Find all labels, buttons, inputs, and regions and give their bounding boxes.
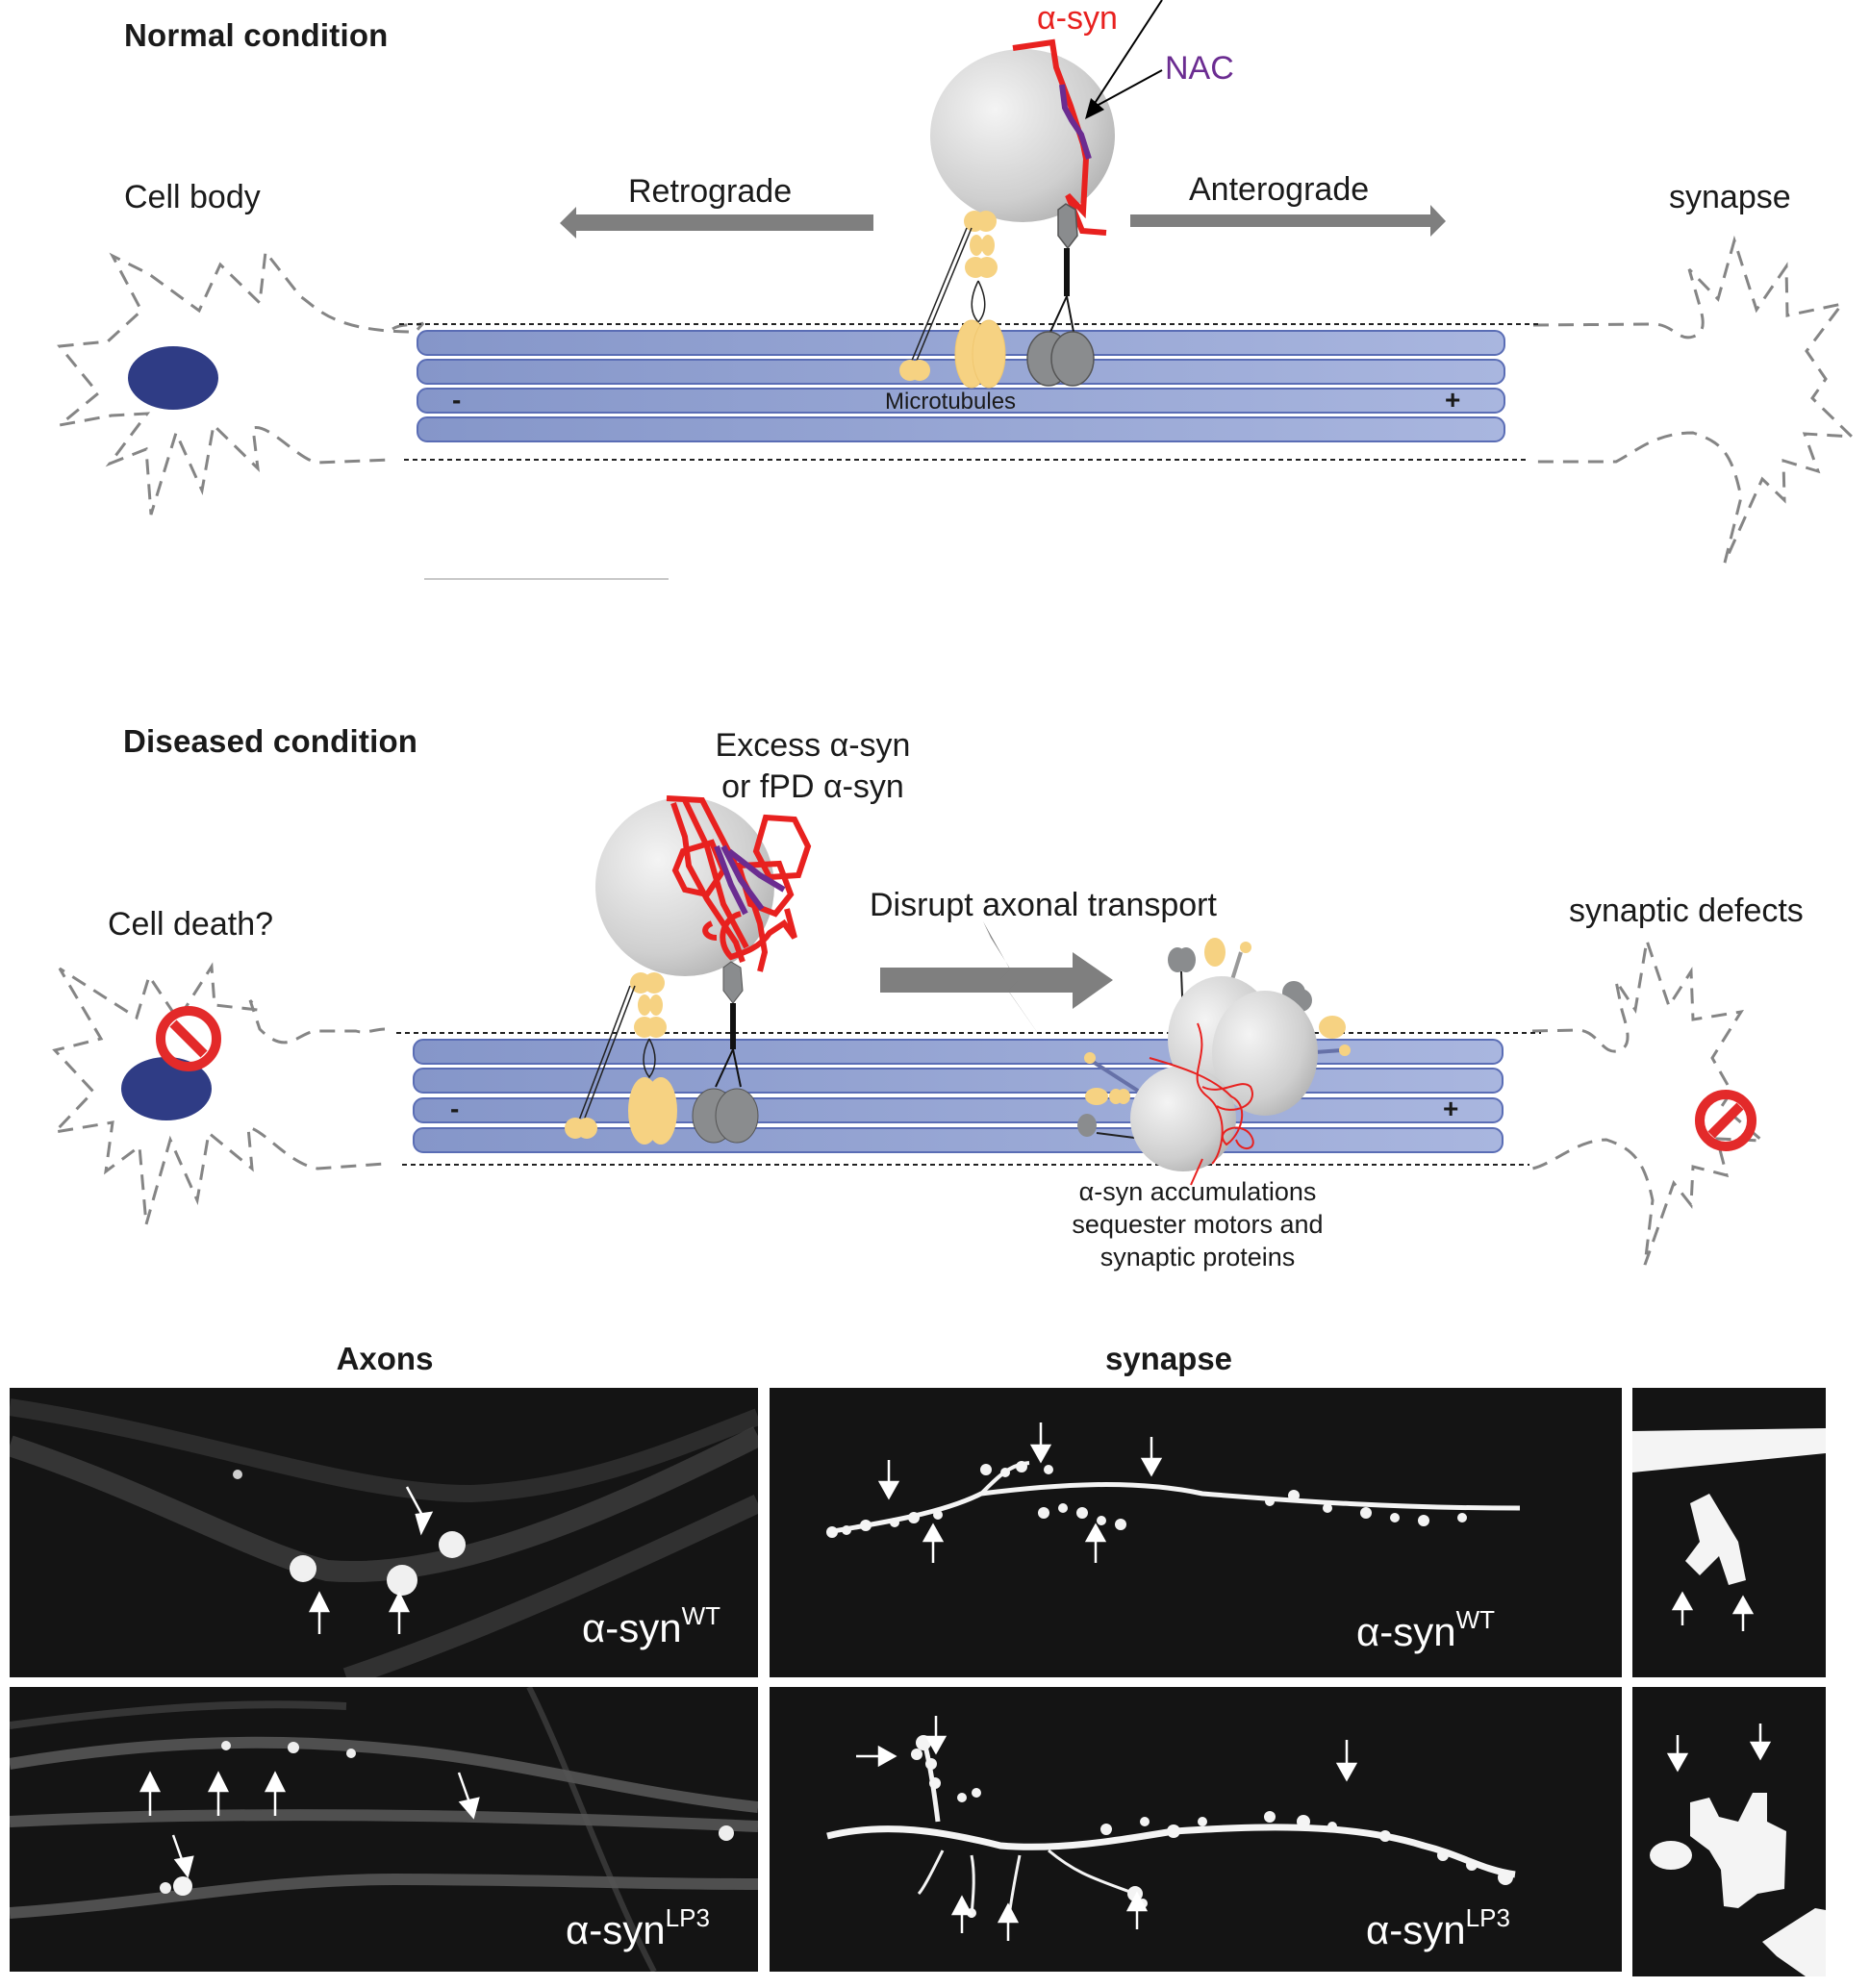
accum-line1: α-syn accumulations <box>1078 1177 1317 1206</box>
label-base: α-syn <box>1366 1907 1466 1952</box>
synapse-outline <box>1532 235 1856 564</box>
retrograde-label: Retrograde <box>628 173 793 210</box>
kinesin-motor <box>692 961 759 1144</box>
anterograde-arrow <box>1130 205 1446 237</box>
synapse-outline <box>1531 940 1767 1266</box>
nac-label: NAC <box>1165 50 1234 87</box>
blocked-transport-arrow <box>880 952 1113 1009</box>
asyn-wt-label: α-synWT <box>1356 1605 1495 1655</box>
diseased-condition-diagram <box>50 795 1767 1266</box>
diseased-condition-title: Diseased condition <box>123 723 418 759</box>
label-sup: LP3 <box>665 1903 710 1932</box>
excess-asyn-line1: Excess α-syn <box>715 727 911 764</box>
dynein-motor <box>565 972 677 1145</box>
synapse-wt-micrograph: α-synWT <box>770 1388 1622 1677</box>
arrow-marker <box>1666 1724 1772 1773</box>
cell-death-label: Cell death? <box>108 906 274 943</box>
label-base: α-syn <box>566 1907 666 1952</box>
synapse-label: synapse <box>1669 179 1791 215</box>
synapse-header: synapse <box>1104 1341 1233 1376</box>
anterograde-label: Anterograde <box>1189 171 1370 208</box>
axons-lp3-micrograph: α-synLP3 <box>10 1687 758 1972</box>
synapse-lp3-micrograph: α-synLP3 <box>770 1687 1622 1972</box>
accum-line3: synaptic proteins <box>1099 1243 1296 1271</box>
prohibited-icon <box>1695 1090 1756 1151</box>
arrow-marker <box>139 1771 480 1878</box>
vesicle <box>930 49 1115 222</box>
nucleus <box>121 1057 212 1120</box>
normal-condition-diagram <box>54 0 1856 580</box>
excess-asyn-label: Excess α-syn or fPD α-syn <box>654 725 972 808</box>
cell-body-label: Cell body <box>124 179 261 215</box>
axons-header: Axons <box>336 1341 434 1376</box>
cell-body-outline <box>50 962 386 1225</box>
accum-line2: sequester motors and <box>1072 1210 1324 1239</box>
alpha-syn-label: α-syn <box>1037 0 1118 37</box>
dynein-motor <box>899 211 1006 389</box>
synapse-lp3-zoom-inset <box>1632 1687 1826 1976</box>
kinesin-motor <box>1026 203 1095 387</box>
plus-end-label: + <box>1443 1094 1459 1123</box>
label-sup: WT <box>1455 1605 1496 1634</box>
asyn-lp3-label: α-synLP3 <box>1366 1903 1510 1953</box>
asyn-wt-label: α-synWT <box>582 1601 720 1651</box>
disrupt-transport-label: Disrupt axonal transport <box>870 887 1217 923</box>
arrow-marker <box>1671 1591 1755 1631</box>
nucleus <box>128 346 218 410</box>
axons-wt-micrograph: α-synWT <box>10 1388 758 1677</box>
nac-aggregate <box>714 844 786 916</box>
excess-asyn-line2: or fPD α-syn <box>721 768 904 805</box>
nac-segment <box>1059 84 1092 160</box>
minus-end-label: - <box>450 1094 460 1123</box>
asyn-lp3-label: α-synLP3 <box>566 1903 710 1953</box>
label-base: α-syn <box>582 1605 682 1650</box>
retrograde-arrow <box>560 207 873 239</box>
arrow-marker <box>877 1422 1163 1563</box>
minus-end-label: - <box>452 385 462 415</box>
arrow-marker <box>308 1486 434 1634</box>
label-base: α-syn <box>1356 1609 1456 1654</box>
accumulation-cluster <box>1077 938 1351 1186</box>
prohibited-icon <box>156 1006 221 1071</box>
label-sup: WT <box>681 1601 721 1630</box>
synaptic-defects-label: synaptic defects <box>1569 893 1804 929</box>
normal-condition-title: Normal condition <box>124 17 389 53</box>
arrow-marker <box>856 1716 1358 1941</box>
microtubules-label: Microtubules <box>885 389 1017 415</box>
label-sup: LP3 <box>1465 1903 1510 1932</box>
synapse-wt-zoom-inset <box>1632 1388 1826 1677</box>
cell-body-outline <box>54 248 425 516</box>
lightning-bolt <box>983 921 1044 1042</box>
accumulation-caption: α-syn accumulations sequester motors and… <box>1039 1175 1356 1273</box>
plus-end-label: + <box>1445 385 1461 415</box>
